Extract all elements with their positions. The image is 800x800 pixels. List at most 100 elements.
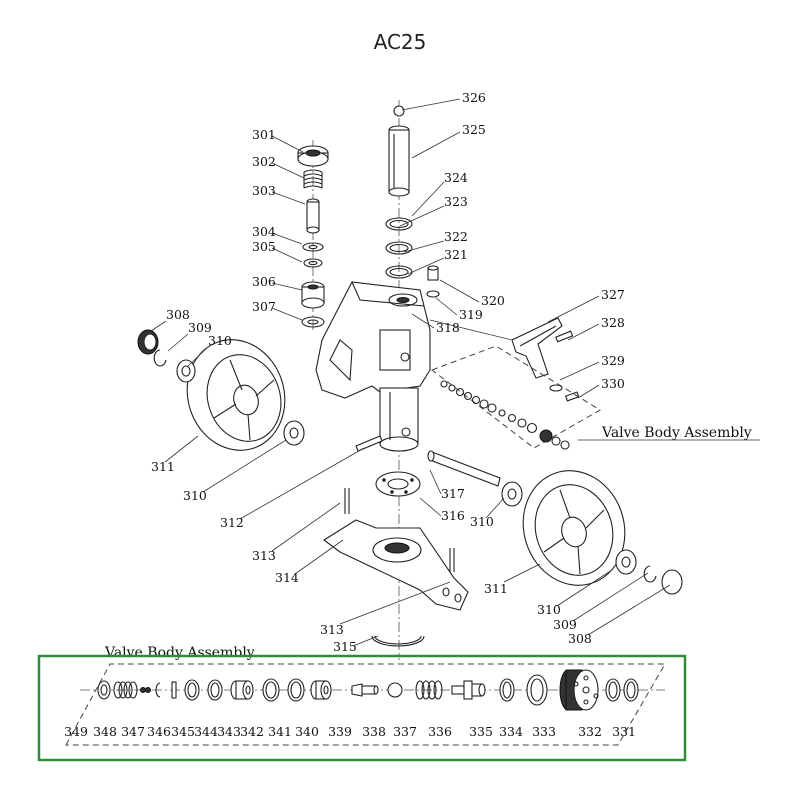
part-number-c310a: 310 <box>208 333 232 348</box>
part-number-c326: 326 <box>462 90 486 105</box>
valve-part-number-v344: 344 <box>194 724 218 739</box>
leader-line-c311a <box>164 435 199 463</box>
leader-line-c309a <box>167 333 189 352</box>
leader-line-c314 <box>294 539 344 575</box>
part-349-ring <box>97 680 111 700</box>
part-304-washer <box>302 242 324 252</box>
leader-line-c318 <box>411 313 435 329</box>
leader-line-c330 <box>577 384 600 399</box>
part-number-c314: 314 <box>275 570 299 585</box>
part-number-c316: 316 <box>441 508 465 523</box>
part-number-c308a: 308 <box>166 307 190 322</box>
part-number-c310b: 310 <box>183 488 207 503</box>
valve-parts-chain <box>440 380 570 450</box>
part-320-bolt <box>427 265 439 281</box>
pump-body-frame <box>315 281 431 399</box>
part-344-ring <box>184 679 200 701</box>
valve-part-number-v335: 335 <box>469 724 493 739</box>
part-number-c306: 306 <box>252 274 276 289</box>
part-number-c322: 322 <box>444 229 468 244</box>
part-number-c310d: 310 <box>537 602 561 617</box>
part-number-c311b: 311 <box>484 581 508 596</box>
part-number-c302: 302 <box>252 154 276 169</box>
valve-exploded-row <box>80 669 665 711</box>
valve-part-number-v340: 340 <box>295 724 319 739</box>
part-306-bushing <box>301 281 325 309</box>
part-301-cap <box>297 145 329 167</box>
leader-line-c303 <box>271 191 306 205</box>
valve-part-number-v343: 343 <box>217 724 241 739</box>
part-338-needle <box>351 683 379 697</box>
part-326-ball <box>393 105 405 117</box>
part-315-snap-ring <box>371 635 425 647</box>
part-311-wheel-right <box>522 470 626 586</box>
part-number-c327: 327 <box>601 287 625 302</box>
leader-line-c308a <box>150 320 167 332</box>
valve-part-number-v341: 341 <box>268 724 292 739</box>
part-324-seal <box>385 217 413 231</box>
valve-part-number-v332: 332 <box>578 724 602 739</box>
part-325-piston-rod <box>388 125 410 197</box>
part-number-c307: 307 <box>252 299 276 314</box>
part-322-ring <box>385 241 413 255</box>
valve-assembly-highlight-box <box>37 654 687 762</box>
part-number-c323: 323 <box>444 194 468 209</box>
part-346-clip <box>155 682 161 698</box>
part-327-handle-bracket <box>511 317 563 379</box>
valve-part-number-v347: 347 <box>121 724 145 739</box>
pump-cylinder <box>379 387 419 452</box>
leader-line-c305 <box>271 247 303 263</box>
part-345-pin <box>171 681 177 699</box>
part-number-c320: 320 <box>481 293 505 308</box>
part-337-ball <box>387 682 403 698</box>
part-307-washer <box>301 316 325 328</box>
leader-line-c324 <box>411 181 445 217</box>
leader-line-c325 <box>411 131 461 159</box>
part-305-washer <box>303 258 323 268</box>
leader-line-c302 <box>271 162 305 179</box>
valve-part-number-v342: 342 <box>240 724 264 739</box>
valve-part-number-v345: 345 <box>171 724 195 739</box>
part-314-base-frame <box>323 519 469 611</box>
part-number-c317: 317 <box>441 486 465 501</box>
part-339-valve-seat <box>310 680 332 700</box>
part-number-c318: 318 <box>436 320 460 335</box>
diagram-title: AC25 <box>373 30 427 54</box>
part-number-c311a: 311 <box>151 459 175 474</box>
part-310-bearing-right-inner <box>501 481 523 507</box>
part-number-c324: 324 <box>444 170 468 185</box>
leader-line-c310d <box>556 569 613 607</box>
part-308-cap-right <box>661 569 683 595</box>
part-308-cap-left <box>137 329 159 355</box>
leader-line-c322 <box>403 240 445 253</box>
leader-line-c321 <box>407 257 445 275</box>
leader-line-c316 <box>419 497 442 517</box>
leader-line-c309b <box>572 572 649 622</box>
part-number-c309b: 309 <box>553 617 577 632</box>
valve-body-assembly-top <box>430 345 601 450</box>
leader-line-c319 <box>435 297 458 316</box>
part-310-bearing-left-outer <box>176 359 196 383</box>
leader-line-c301 <box>271 135 304 153</box>
part-302-spring <box>303 169 323 189</box>
part-329-washer <box>549 384 563 392</box>
part-number-c319: 319 <box>459 307 483 322</box>
part-number-c321: 321 <box>444 247 468 262</box>
valve-part-number-v334: 334 <box>499 724 523 739</box>
valve-part-number-v349: 349 <box>64 724 88 739</box>
part-number-c328: 328 <box>601 315 625 330</box>
part-328-pin <box>555 330 574 343</box>
part-335-plunger <box>451 680 486 700</box>
leader-line-c310c <box>485 497 505 519</box>
part-316-plate <box>375 471 421 497</box>
part-number-c310c: 310 <box>470 514 494 529</box>
leader-line-c328 <box>567 323 600 341</box>
part-309-clip-left <box>153 349 167 367</box>
valve-body-assembly-label-lower: Valve Body Assembly <box>104 645 255 661</box>
part-number-c325: 325 <box>462 122 486 137</box>
part-310-bearing-left-inner <box>283 420 305 446</box>
leader-line-c304 <box>271 232 303 245</box>
leader-line-c329 <box>559 361 600 381</box>
